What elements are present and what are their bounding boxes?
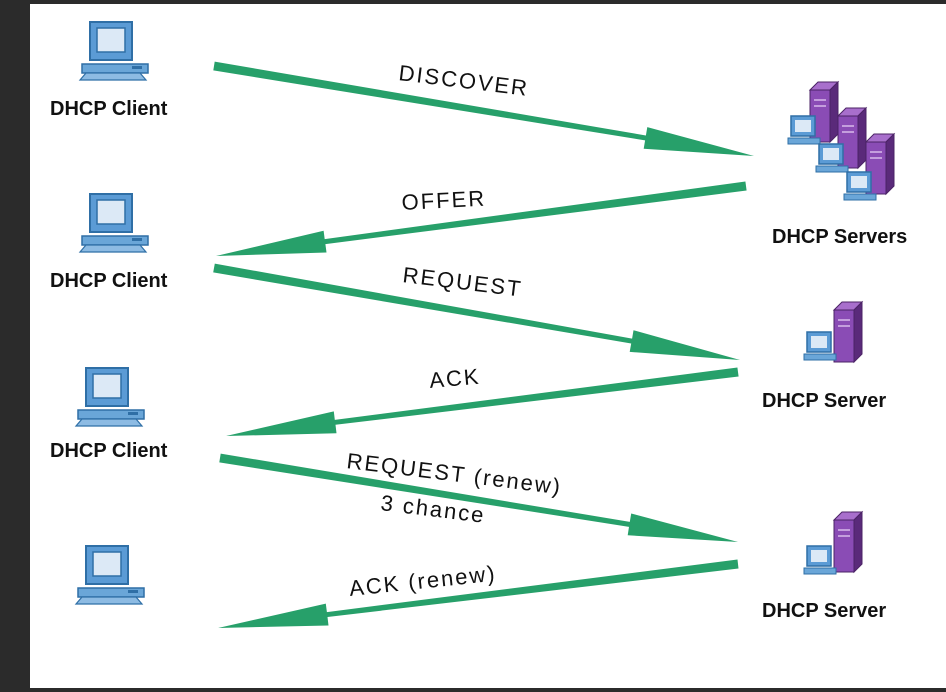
- request-arrow: [213, 263, 740, 360]
- client-label: DHCP Client: [50, 440, 168, 462]
- discover-arrow: [213, 61, 755, 156]
- ack-arrow: [226, 367, 739, 436]
- client-computer-icon: [79, 21, 149, 81]
- message-label-discover: DISCOVER: [397, 60, 530, 101]
- client-computer-icon: [79, 193, 149, 253]
- message-label-ack: ACK: [428, 364, 481, 393]
- server-label: DHCP Servers: [772, 226, 908, 248]
- message-label-offer: OFFER: [401, 186, 487, 215]
- message-label-request-renew: REQUEST (renew): [345, 448, 563, 499]
- client-computer-icon: [75, 545, 145, 605]
- dhcp-sequence-diagram: DISCOVER OFFER REQUEST ACK REQUEST (rene…: [75, 21, 895, 628]
- server-icon: [803, 301, 863, 363]
- offer-arrow: [216, 181, 747, 256]
- request-renew-arrow: [219, 453, 739, 542]
- server-label: DHCP Server: [762, 600, 887, 622]
- message-label-request: REQUEST: [401, 262, 524, 301]
- diagram-canvas: DISCOVER OFFER REQUEST ACK REQUEST (rene…: [30, 4, 946, 688]
- client-computer-icon: [75, 367, 145, 427]
- server-cluster-icon: [787, 81, 895, 201]
- client-label: DHCP Client: [50, 270, 168, 292]
- ack-renew-arrow: [218, 559, 739, 628]
- server-label: DHCP Server: [762, 390, 887, 412]
- server-icon: [803, 511, 863, 575]
- client-label: DHCP Client: [50, 98, 168, 120]
